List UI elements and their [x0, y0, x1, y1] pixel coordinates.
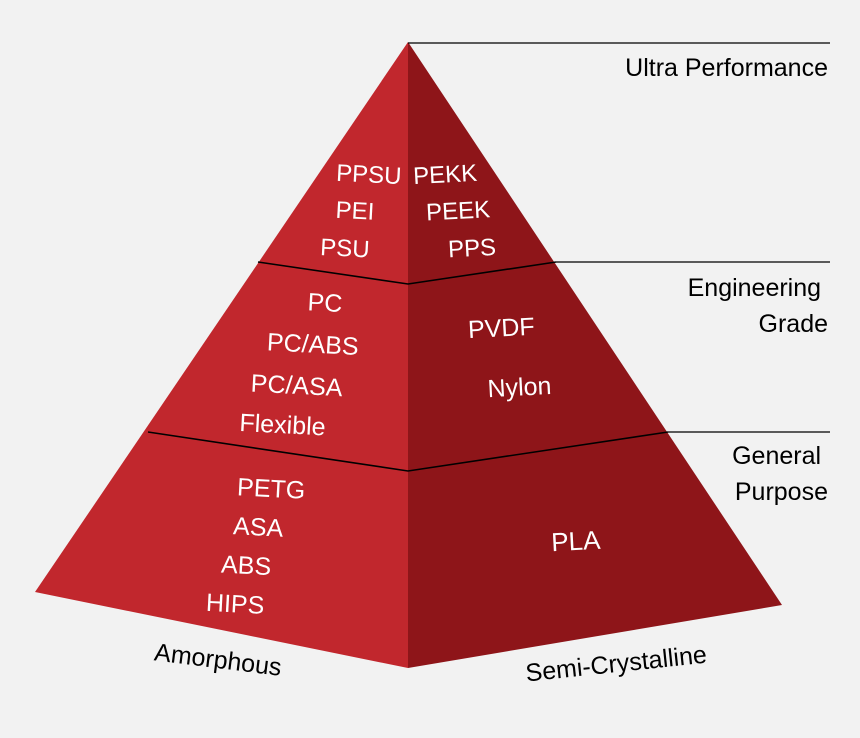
material-label: PPSU: [336, 160, 403, 190]
material-label: PEI: [335, 197, 375, 226]
tier-label-engineering: Engineering Grade: [688, 274, 828, 338]
tier-divider-upper: [257, 261, 557, 285]
tier-label-engineering-line-1: Engineering: [688, 274, 821, 302]
material-label: PEEK: [425, 196, 490, 226]
pyramid-left-face: [35, 42, 408, 668]
material-label: PSU: [320, 234, 371, 264]
tier-label-general-line-2: Purpose: [735, 478, 828, 506]
material-label: PVDF: [467, 313, 535, 344]
material-label: ASA: [232, 512, 284, 543]
material-label: Nylon: [487, 372, 552, 403]
ultra-amorphous-materials: PPSU PEI PSU: [320, 160, 403, 264]
base-label-amorphous: Amorphous: [153, 638, 283, 681]
tier-divider-lower: [147, 431, 669, 472]
material-label: Flexible: [239, 409, 327, 441]
general-amorphous-materials: PETG ASA ABS HIPS: [205, 473, 306, 620]
base-label-semi-crystalline: Semi-Crystalline: [524, 641, 708, 688]
material-label: PC: [307, 288, 343, 318]
material-label: PEKK: [412, 160, 477, 190]
tier-label-engineering-line-2: Grade: [759, 310, 828, 338]
material-label: PPS: [447, 234, 496, 263]
material-label: ABS: [220, 551, 271, 582]
material-label: HIPS: [205, 589, 265, 620]
engineering-amorphous-materials: PC PC/ABS PC/ASA Flexible: [239, 288, 360, 441]
pyramid-right-face: [408, 42, 782, 668]
ultra-semicrystalline-materials: PEKK PEEK PPS: [412, 160, 496, 264]
tier-label-general-line-1: General: [732, 442, 821, 470]
material-label: PETG: [236, 473, 305, 505]
tier-label-ultra-line-1: Ultra Performance: [625, 54, 828, 82]
tier-label-general: General Purpose: [732, 442, 828, 506]
material-label: PC/ABS: [266, 328, 359, 361]
engineering-semicrystalline-materials: PVDF Nylon: [467, 313, 552, 404]
material-label: PLA: [550, 525, 601, 558]
general-semicrystalline-materials: PLA: [550, 525, 601, 558]
material-label: PC/ASA: [250, 369, 343, 402]
tier-label-ultra: Ultra Performance: [625, 54, 828, 82]
